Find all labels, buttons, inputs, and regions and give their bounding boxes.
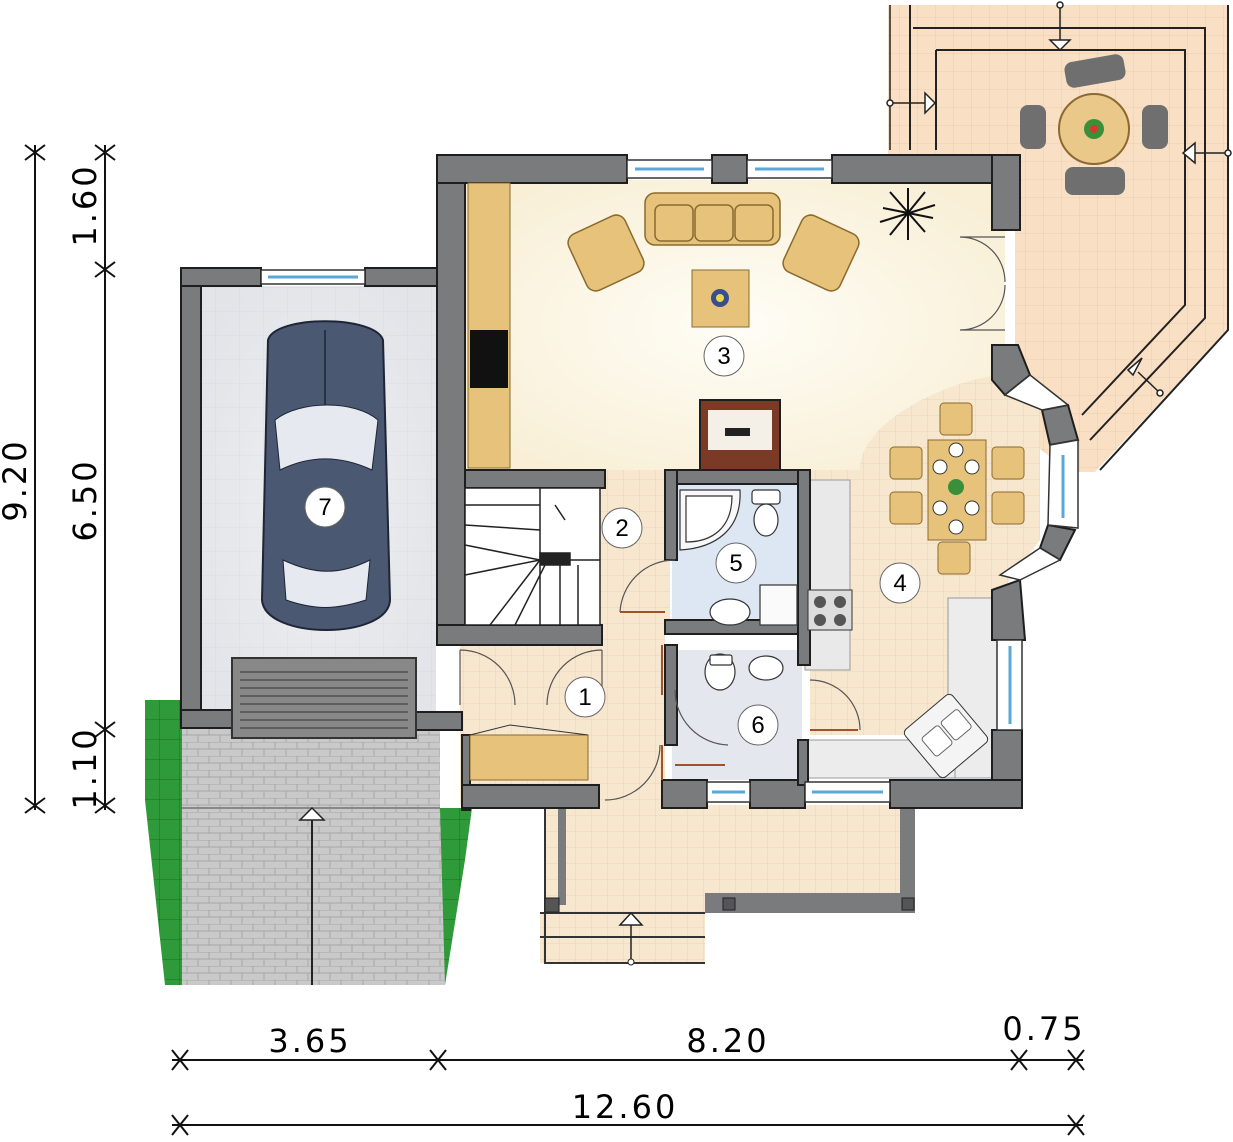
dimension-label: 9.20: [0, 438, 34, 521]
room-number-marker: [715, 542, 757, 584]
room-number-marker: [737, 704, 779, 746]
lawn: [145, 700, 472, 985]
dimension-lines: [24, 144, 1085, 1136]
wardrobe: [469, 724, 589, 781]
terrace-entry-arrow: [886, 1, 1232, 397]
room-number-1: 1: [578, 684, 591, 711]
entrance-porch: [540, 805, 915, 966]
room-labels: 1 2 3 4 5 6 7: [304, 335, 921, 746]
room-number-marker: [879, 562, 921, 604]
dimension-label: 1.10: [66, 726, 104, 809]
tv-cabinet: [467, 182, 511, 469]
terrace: [886, 1, 1232, 472]
dining-table-icon: [889, 402, 1025, 575]
dimension-label: 12.60: [572, 1088, 679, 1126]
windows: [260, 159, 1079, 803]
room-number-4: 4: [893, 570, 906, 597]
room-number-marker: [703, 335, 745, 377]
walls: [180, 154, 1080, 811]
room-number-2: 2: [615, 515, 628, 542]
sofa-icon: [567, 192, 860, 292]
dimension-label: 3.65: [268, 1022, 351, 1060]
coffee-table-icon: [691, 269, 750, 328]
car-icon: [260, 320, 392, 631]
dimension-label: 6.50: [66, 458, 104, 541]
plant-icon: [879, 188, 936, 240]
room-number-3: 3: [717, 343, 730, 370]
garage-door: [231, 657, 417, 739]
dimension-label: 1.60: [66, 163, 104, 246]
room-number-5: 5: [729, 550, 742, 577]
stove-icon: [807, 589, 853, 631]
room-number-7: 7: [318, 494, 331, 521]
room-number-marker: [304, 486, 346, 528]
kitchen-counter: [804, 479, 851, 671]
garden-table-icon: [1020, 54, 1168, 195]
bath-fixtures: [679, 489, 798, 691]
kitchen-sink-icon: [903, 693, 989, 779]
driveway: [182, 728, 445, 985]
doors: [459, 236, 1006, 801]
room-number-marker: [564, 676, 606, 718]
dimension-label: 0.75: [1002, 1010, 1085, 1048]
dimension-label: 8.20: [686, 1022, 769, 1060]
room-number-6: 6: [751, 712, 764, 739]
staircase: [464, 487, 601, 626]
room-number-marker: [601, 507, 643, 549]
